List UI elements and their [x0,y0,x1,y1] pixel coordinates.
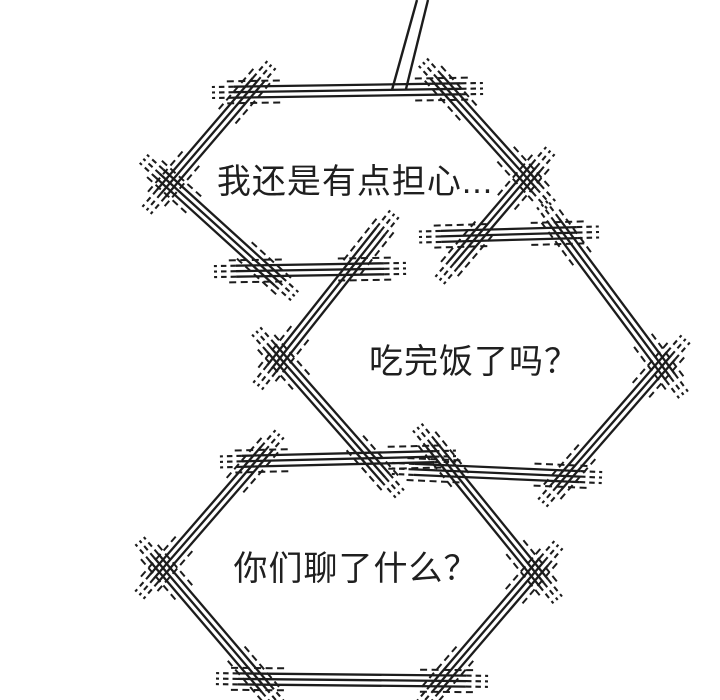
bubble-1-border [138,57,556,302]
bubble-2-text: 吃完饭了吗？ [369,343,579,381]
bubble-3-border [134,422,564,700]
bubble-3-text: 你们聊了什么？ [233,550,479,588]
bubble-1-text: 我还是有点担心... [216,163,494,201]
bubble-2-border [251,200,691,508]
bubble-1-tail [390,0,430,91]
